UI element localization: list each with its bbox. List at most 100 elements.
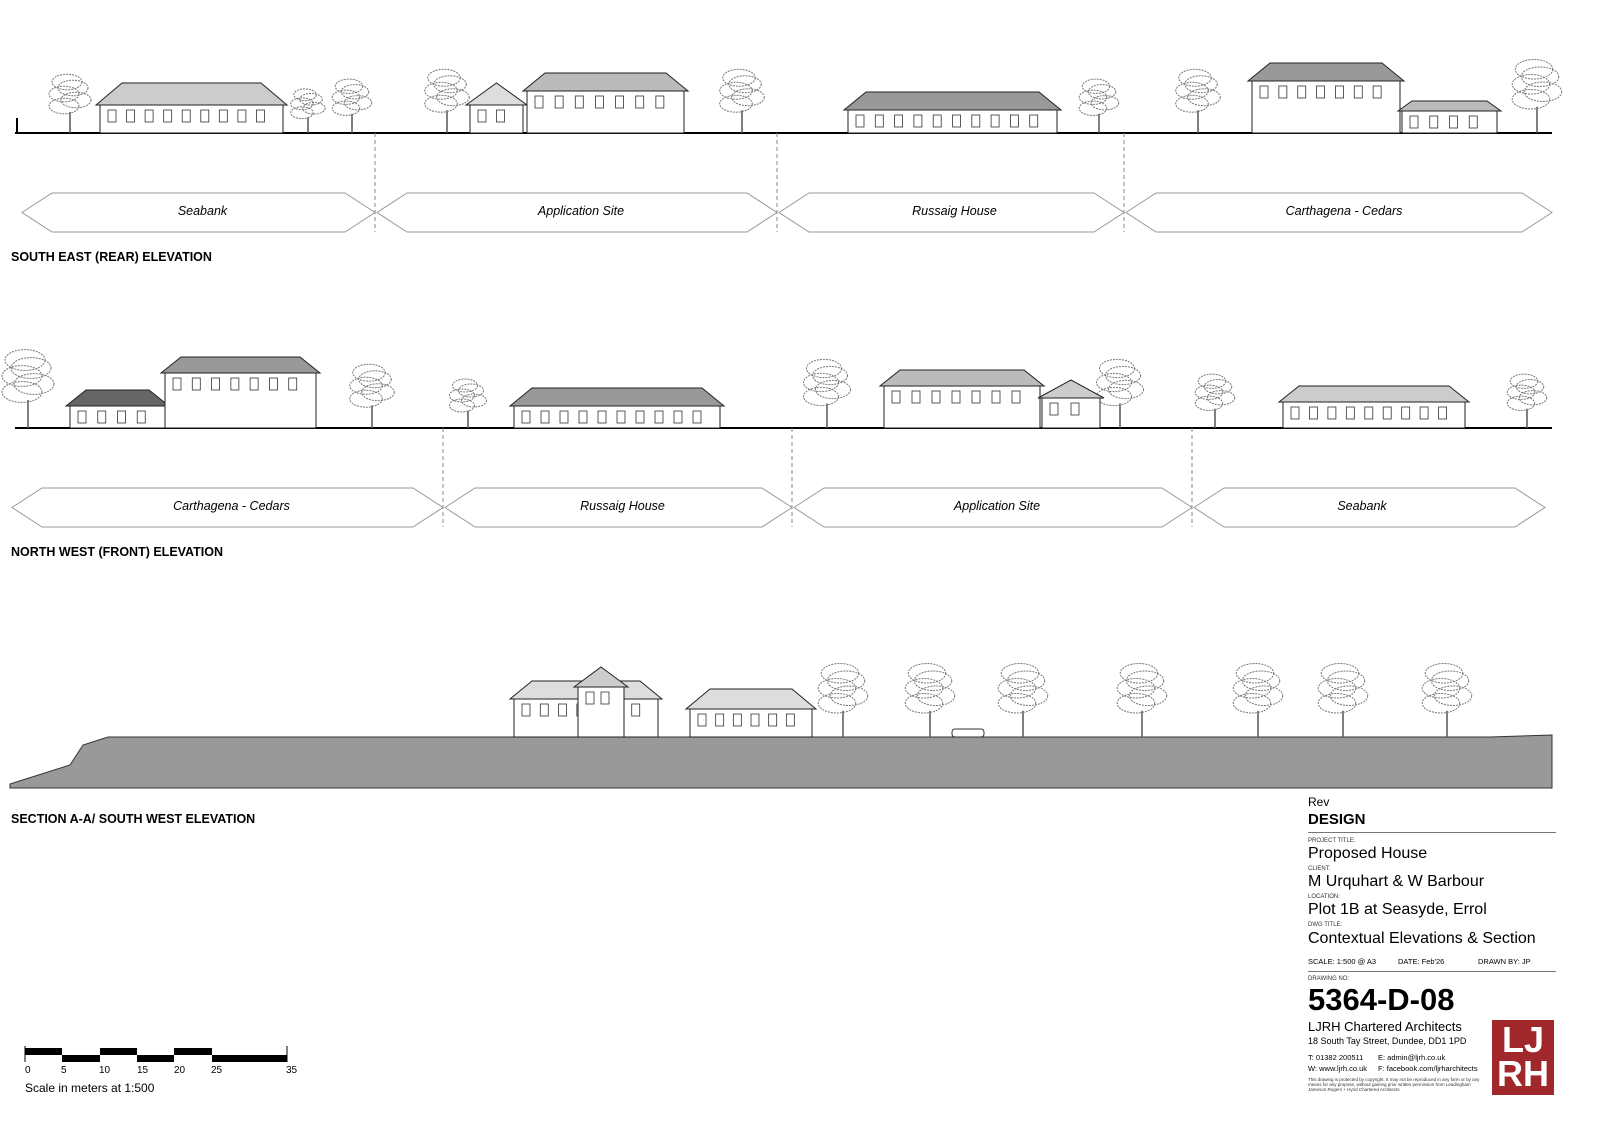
window xyxy=(521,410,531,424)
scale-tick: 20 xyxy=(174,1065,186,1076)
window xyxy=(477,109,487,123)
tree-icon xyxy=(1194,384,1224,400)
tree-icon xyxy=(424,81,458,100)
tree-icon xyxy=(1128,685,1168,706)
window xyxy=(585,691,595,705)
tree-icon xyxy=(904,678,944,699)
tree-icon xyxy=(1430,670,1470,691)
drawing-number: 5364-D-08 xyxy=(1308,982,1455,1017)
tree-icon xyxy=(1125,670,1165,691)
tree-icon xyxy=(302,101,326,115)
window xyxy=(1345,406,1355,420)
tree-icon xyxy=(1511,74,1551,95)
tree-icon xyxy=(1433,685,1473,706)
house-roof xyxy=(159,356,322,374)
window xyxy=(1429,115,1439,129)
window xyxy=(616,410,626,424)
scale-bar-segment xyxy=(137,1055,174,1062)
house-roof xyxy=(842,91,1063,111)
tree-icon xyxy=(1506,395,1536,411)
facebook[interactable]: F: facebook.com/ljrharchitects xyxy=(1378,1064,1478,1073)
contact-row-1: T: 01382 200511 E: admin@ljrh.co.uk xyxy=(1308,1053,1556,1062)
window xyxy=(521,703,531,717)
scale-tick: 0 xyxy=(25,1065,31,1076)
tree-icon xyxy=(1326,670,1366,691)
window xyxy=(288,377,298,391)
window xyxy=(1309,406,1318,420)
email[interactable]: E: admin@ljrh.co.uk xyxy=(1378,1053,1446,1062)
tree-icon xyxy=(452,378,478,393)
contact-row-2: W: www.ljrh.co.uk F: facebook.com/ljrhar… xyxy=(1308,1064,1556,1073)
house-roof xyxy=(464,82,529,106)
tree-icon xyxy=(719,81,753,100)
tree-icon xyxy=(1105,365,1141,386)
window xyxy=(1259,85,1269,99)
scale-tick: 35 xyxy=(286,1065,298,1076)
client-label: CLIENT: xyxy=(1308,866,1331,872)
window xyxy=(597,410,607,424)
ground-section xyxy=(9,734,1553,789)
window xyxy=(126,109,135,123)
scale-tick: 10 xyxy=(99,1065,111,1076)
tree-icon xyxy=(349,389,383,408)
tree-icon xyxy=(1317,693,1357,714)
plot-label: Russaig House xyxy=(580,499,665,513)
window xyxy=(1364,406,1374,420)
tree-icon xyxy=(449,388,475,403)
window xyxy=(1468,115,1478,129)
window xyxy=(1297,85,1307,99)
tree-icon xyxy=(1421,678,1461,699)
tree-icon xyxy=(1078,100,1108,116)
window xyxy=(600,691,610,705)
house-roof xyxy=(1277,385,1471,403)
tree-icon xyxy=(719,94,753,113)
scale-text: SCALE: 1:500 @ A3 xyxy=(1308,957,1377,966)
tree-icon xyxy=(803,386,839,407)
window xyxy=(1278,85,1288,99)
house-roof xyxy=(521,72,690,92)
window xyxy=(1011,390,1021,404)
firm-name: LJRH Chartered Architects xyxy=(1308,1019,1462,1034)
website[interactable]: W: www.ljrh.co.uk xyxy=(1308,1064,1368,1073)
tree-icon xyxy=(1329,685,1369,706)
tree-icon xyxy=(817,678,857,699)
window xyxy=(697,713,707,727)
tree-icon xyxy=(334,78,364,94)
tree-icon xyxy=(1232,678,1272,699)
tree-icon xyxy=(1187,88,1221,107)
plot-label: Application Site xyxy=(953,499,1041,513)
house-roof xyxy=(508,387,726,407)
scale-date-row: SCALE: 1:500 @ A3 DATE: Feb'26 DRAWN BY:… xyxy=(1308,957,1556,972)
tree-icon xyxy=(1099,358,1135,379)
window xyxy=(496,109,505,123)
window xyxy=(990,114,1000,128)
window xyxy=(578,410,588,424)
tree-icon xyxy=(1509,373,1539,389)
tree-icon xyxy=(1317,678,1357,699)
tree-icon xyxy=(352,363,386,382)
plot-label: Application Site xyxy=(537,204,625,218)
tree-icon xyxy=(1108,379,1144,400)
house-roof xyxy=(878,369,1046,387)
window xyxy=(1409,115,1419,129)
window xyxy=(136,410,146,424)
tree-icon xyxy=(812,365,848,386)
tree-icon xyxy=(1087,84,1117,100)
tree-icon xyxy=(1090,95,1120,111)
tree-icon xyxy=(722,68,756,87)
tree-icon xyxy=(290,106,314,120)
location-label: LOCATION: xyxy=(1308,894,1340,900)
tree-icon xyxy=(1206,390,1236,406)
plot-banner xyxy=(21,192,376,233)
window xyxy=(1401,406,1411,420)
tree-icon xyxy=(815,379,851,400)
phone: T: 01382 200511 xyxy=(1308,1053,1364,1062)
tree-icon xyxy=(1241,670,1281,691)
tree-icon xyxy=(1197,373,1227,389)
window xyxy=(172,377,182,391)
window xyxy=(574,95,584,109)
window xyxy=(1327,406,1337,420)
tree-icon xyxy=(1320,663,1360,684)
tree-icon xyxy=(1511,89,1551,110)
